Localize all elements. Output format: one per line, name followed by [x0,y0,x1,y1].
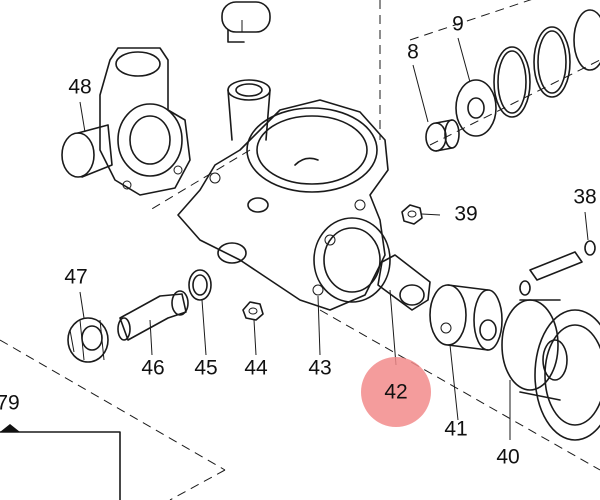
callout-44: 44 [244,357,268,380]
part-44-nut [242,301,264,321]
callout-46: 46 [141,357,164,380]
callout-40: 40 [496,446,519,469]
pump-body-main [177,79,391,311]
callout-41: 41 [444,418,467,441]
callout-79: 79 [0,392,20,415]
callout-45: 45 [194,357,217,380]
part-42-connecting-rod [377,254,431,311]
part-39-nut [401,204,423,225]
part-9-diaphragm-rings [455,9,600,137]
callout-47: 47 [64,266,87,289]
part-48-housing [61,47,191,196]
cap-part [221,1,271,43]
reference-block-79 [0,424,121,500]
callout-43: 43 [308,357,331,380]
callout-48: 48 [68,76,91,99]
part-38-pin [519,240,596,296]
callout-9: 9 [452,13,464,36]
callout-8: 8 [407,41,419,64]
highlight-circle-42 [361,357,431,427]
part-47-cap [67,317,109,363]
part-41-piston [429,284,503,351]
callout-38: 38 [573,186,596,209]
callout-42: 42 [384,381,407,404]
part-45-oring [188,269,212,301]
part-8-valve [425,119,460,152]
callout-labels: 9 8 48 38 39 47 46 45 44 43 42 41 40 79 [0,13,597,469]
part-40-cylinder-head [501,299,600,441]
leader-lines [79,37,589,440]
callout-39: 39 [454,203,477,226]
part-46-fitting [117,290,189,341]
